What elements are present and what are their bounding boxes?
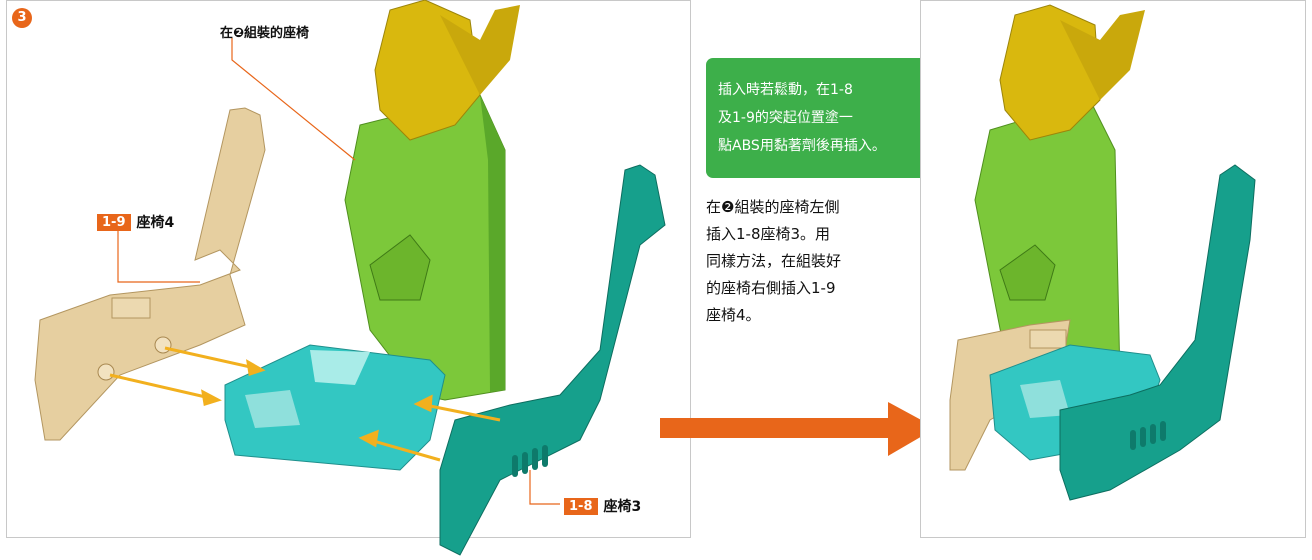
next-step-arrow xyxy=(660,402,936,456)
tip-line-3: 點ABS用黏著劑後再插入。 xyxy=(718,138,886,154)
part-1-8-number: 1-8 xyxy=(564,497,598,515)
part-1-8-label: 1-8 座椅3 xyxy=(564,496,641,516)
part-1-9-name: 座椅4 xyxy=(136,215,175,231)
seat-exploded-illustration xyxy=(34,0,666,556)
instruction-line-2: 插入1-8座椅3。用 xyxy=(706,225,831,243)
tip-line-1: 插入時若鬆動，在1-8 xyxy=(718,82,853,98)
instruction-line-3: 同樣方法，在組裝好 xyxy=(706,252,842,270)
tip-line-2: 及1-9的突起位置塗一 xyxy=(718,110,853,126)
part-1-8-shape xyxy=(439,164,666,556)
instruction-line-5: 座椅4。 xyxy=(706,306,761,324)
instruction-text: 在❷組裝的座椅左側 插入1-8座椅3。用 同樣方法，在組裝好 的座椅右側插入1-… xyxy=(706,194,916,329)
seat-back-shape xyxy=(344,94,506,401)
part-1-9-shape xyxy=(34,107,266,441)
instruction-line-4: 的座椅右側插入1-9 xyxy=(706,279,836,297)
instruction-line-1: 在❷組裝的座椅左側 xyxy=(706,198,840,216)
part-1-9-number: 1-9 xyxy=(97,213,131,231)
step-number-badge: 3 xyxy=(12,8,32,28)
seat-pan-shape xyxy=(224,344,446,471)
tip-box: 插入時若鬆動，在1-8 及1-9的突起位置塗一 點ABS用黏著劑後再插入。 xyxy=(706,58,927,178)
part-1-9-label: 1-9 座椅4 xyxy=(97,212,174,232)
assembled-seat-illustration xyxy=(949,4,1256,501)
top-callout-label: 在❷組裝的座椅 xyxy=(220,26,310,41)
part-1-8-name: 座椅3 xyxy=(603,499,642,515)
